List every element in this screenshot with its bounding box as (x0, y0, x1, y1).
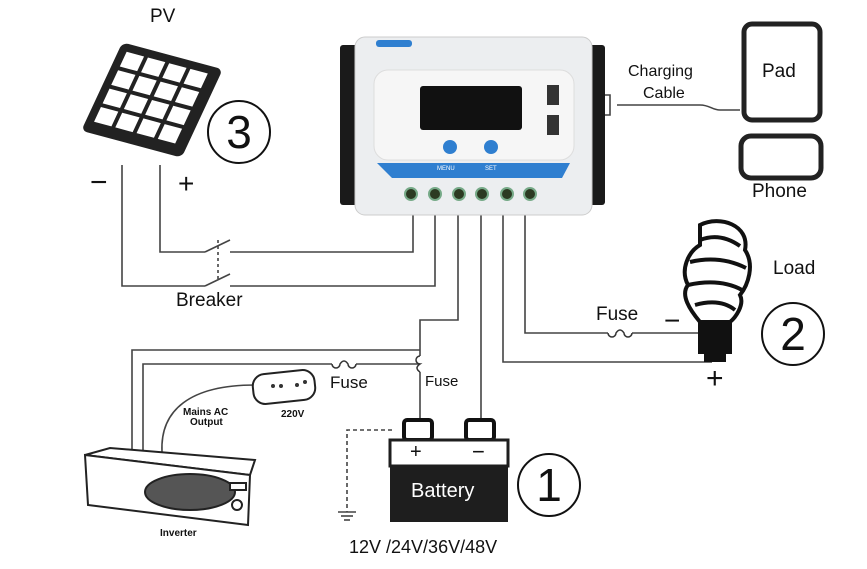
breaker-switch-2 (204, 273, 231, 287)
menu-label: MENU (437, 166, 455, 172)
usb-port-2 (547, 115, 559, 135)
solar-panel-icon (83, 43, 221, 157)
controller-blue-band (377, 163, 570, 178)
mains-ac-label-line2: Output (190, 417, 223, 428)
step-number-3: 3 (207, 100, 271, 164)
menu-button (443, 140, 457, 154)
load-negative-wire (524, 215, 608, 334)
breaker-label: Breaker (176, 290, 243, 311)
inverter-wire-1 (131, 349, 420, 452)
battery-label: Battery (411, 480, 475, 502)
pv-negative-wire (121, 165, 205, 287)
step-number-1: 1 (517, 453, 581, 517)
battery-fuse-icon (415, 355, 423, 373)
phone-icon (738, 133, 824, 181)
step-number-2: 2 (761, 302, 825, 366)
pad-icon (741, 21, 823, 123)
battery-positive-wire (419, 215, 459, 356)
inverter-wire-2 (142, 363, 332, 452)
load-minus-sign: − (664, 305, 681, 336)
controller-lcd (420, 86, 522, 130)
load-plus-sign: + (706, 362, 724, 395)
inverter-label: Inverter (160, 528, 197, 539)
inverter-fuse-icon (331, 360, 357, 369)
battery-voltages-label: 12V /24V/36V/48V (349, 537, 498, 557)
pv-label: PV (150, 6, 176, 27)
pad-label: Pad (762, 61, 796, 82)
battery-plus-sign: + (410, 441, 422, 463)
usb-port-1 (547, 85, 559, 105)
socket-voltage-label: 220V (281, 409, 305, 420)
battery-minus-sign: − (472, 439, 485, 464)
bulb-icon (682, 219, 752, 362)
wires (121, 94, 740, 521)
battery-icon (388, 418, 510, 522)
load-positive-wire (502, 215, 712, 363)
phone-label: Phone (752, 181, 807, 202)
set-label: SET (485, 166, 497, 172)
load-fuse-label: Fuse (596, 304, 639, 325)
ground-wire (346, 429, 392, 512)
load-fuse-icon (607, 329, 633, 338)
fuse-icons (331, 329, 633, 373)
terminal-icons (404, 187, 537, 201)
mains-ac-label-line1: Mains AC (183, 407, 229, 418)
socket-icon (251, 369, 317, 405)
battery-fuse-label: Fuse (425, 373, 459, 390)
charging-cable-label-line2: Cable (643, 85, 685, 102)
pv-positive-wire-out (230, 215, 414, 253)
set-button (484, 140, 498, 154)
inverter-icon (83, 446, 257, 527)
charge-controller (340, 36, 605, 216)
pv-minus-sign: − (90, 166, 108, 199)
pv-positive-wire (159, 165, 205, 253)
mains-ac-cable (161, 384, 256, 453)
inverter-fuse-label: Fuse (330, 373, 368, 392)
pv-negative-wire-out (230, 215, 436, 287)
charging-cable-label-line1: Charging (628, 63, 693, 80)
load-label: Load (773, 258, 816, 279)
pv-plus-sign: + (178, 168, 195, 199)
